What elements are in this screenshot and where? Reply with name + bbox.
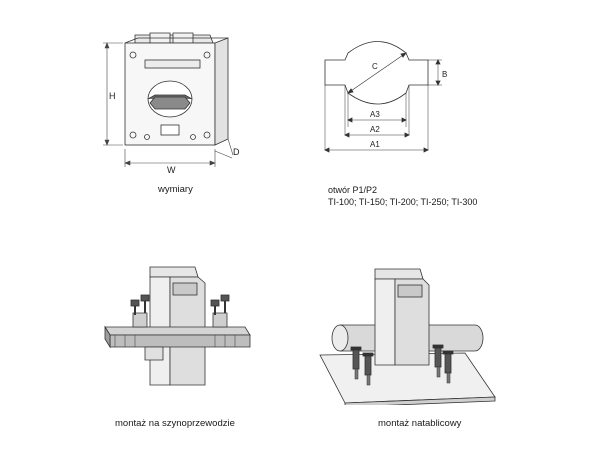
a3-label: A3 [370, 110, 380, 119]
busbar-mount-caption: montaż na szynoprzewodzie [115, 418, 235, 429]
aperture-drawing: C B A3 A2 A1 [324, 41, 447, 153]
diameter-label: C [372, 62, 378, 71]
transformer-side-face [214, 37, 229, 146]
panel-mount-caption: montaż natablicowy [378, 418, 462, 429]
busbar [104, 326, 251, 336]
panel-mount-drawing [319, 268, 496, 405]
dimensions-drawing: H W D [103, 32, 240, 175]
depth-label: D [233, 147, 240, 157]
busbar-mount-drawing [104, 266, 251, 386]
aperture-outline [324, 41, 429, 105]
height-label: H [109, 91, 116, 101]
aperture-caption-line2: TI-100; TI-150; TI-200; TI-250; TI-300 [328, 197, 478, 207]
aperture-caption-line1: otwór P1/P2 [328, 185, 378, 195]
a2-label: A2 [370, 125, 380, 134]
dimensions-caption: wymiary [158, 184, 193, 195]
a1-label: A1 [370, 140, 380, 149]
b-label: B [442, 70, 447, 79]
width-label: W [167, 165, 176, 175]
